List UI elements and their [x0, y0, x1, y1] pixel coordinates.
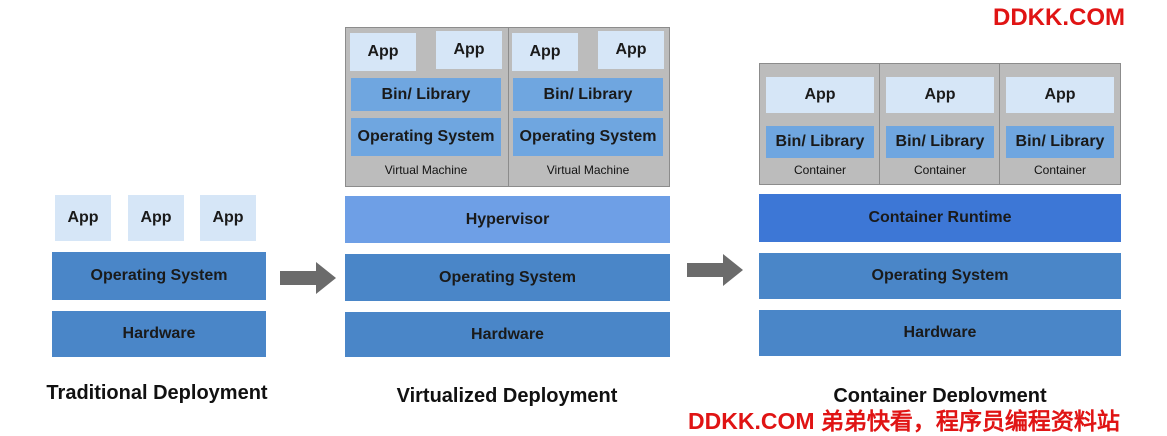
container2-app: App — [886, 77, 994, 113]
virtualized-caption: Virtualized Deployment — [396, 385, 618, 407]
vm1-app-2: App — [436, 31, 502, 69]
container1-app: App — [766, 77, 874, 113]
virtualized-hardware: Hardware — [345, 312, 670, 357]
vm1-bin-library: Bin/ Library — [351, 78, 501, 111]
container1-bin-library: Bin/ Library — [766, 126, 874, 158]
traditional-app-2: App — [128, 195, 184, 241]
watermark-bottom: DDKK.COM 弟弟快看，程序员编程资料站 — [686, 402, 1122, 436]
vm1-operating-system: Operating System — [351, 118, 501, 156]
container-caption: Container Deployment — [833, 385, 1047, 407]
vm-divider — [508, 28, 509, 186]
container2-label: Container — [913, 163, 967, 177]
vm1-app-1: App — [350, 33, 416, 71]
watermark-top: DDKK.COM — [993, 4, 1125, 31]
arrow-right-icon — [280, 262, 336, 294]
vm2-operating-system: Operating System — [513, 118, 663, 156]
container3-app: App — [1006, 77, 1114, 113]
vm1-label: Virtual Machine — [384, 163, 468, 177]
container1-label: Container — [793, 163, 847, 177]
traditional-app-3: App — [200, 195, 256, 241]
container2-bin-library: Bin/ Library — [886, 126, 994, 158]
container-divider-1 — [879, 64, 880, 184]
container3-label: Container — [1033, 163, 1087, 177]
hypervisor: Hypervisor — [345, 196, 670, 243]
traditional-app-1: App — [55, 195, 111, 241]
vm2-app-2: App — [598, 31, 664, 69]
container3-bin-library: Bin/ Library — [1006, 126, 1114, 158]
vm2-label: Virtual Machine — [546, 163, 630, 177]
vm2-bin-library: Bin/ Library — [513, 78, 663, 111]
vm2-app-1: App — [512, 33, 578, 71]
container-operating-system: Operating System — [759, 253, 1121, 299]
container-divider-2 — [999, 64, 1000, 184]
traditional-caption: Traditional Deployment — [46, 382, 268, 404]
traditional-hardware: Hardware — [52, 311, 266, 357]
container-hardware: Hardware — [759, 310, 1121, 356]
virtualized-operating-system: Operating System — [345, 254, 670, 301]
traditional-operating-system: Operating System — [52, 252, 266, 300]
container-runtime: Container Runtime — [759, 194, 1121, 242]
arrow-right-icon — [687, 254, 743, 286]
